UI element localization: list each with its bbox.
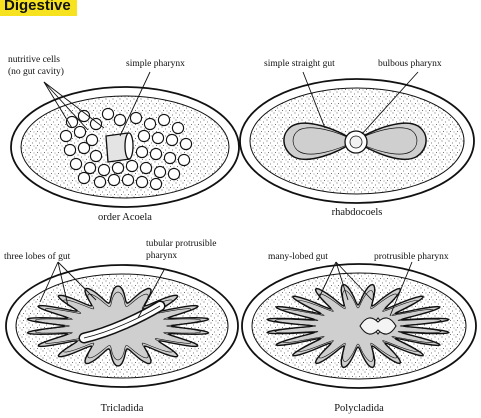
panel-acoela: nutritive cells (no gut cavity) simple p… xyxy=(8,55,239,223)
acoela-simple-pharynx xyxy=(106,133,133,162)
nutritive-cell xyxy=(122,174,133,185)
nutritive-cell xyxy=(60,130,71,141)
nutritive-cell xyxy=(178,154,189,165)
nutritive-cell xyxy=(166,134,177,145)
nutritive-cell xyxy=(138,130,149,141)
label-three-lobes-of-gut: three lobes of gut xyxy=(4,251,71,262)
nutritive-cell xyxy=(172,122,183,133)
panel-polycladida: many-lobed gut protrusible pharynx Polyc… xyxy=(242,252,476,414)
nutritive-cell xyxy=(102,108,113,119)
nutritive-cell xyxy=(168,168,179,179)
label-simple-pharynx: simple pharynx xyxy=(126,59,185,69)
nutritive-cell xyxy=(136,176,147,187)
nutritive-cell xyxy=(126,160,137,171)
nutritive-cell xyxy=(84,162,95,173)
label-simple-straight-gut: simple straight gut xyxy=(264,59,335,69)
nutritive-cell xyxy=(136,146,147,157)
nutritive-cell xyxy=(94,176,105,187)
label-protrusible-pharynx: protrusible pharynx xyxy=(374,252,449,262)
label-nutritive-cells: nutritive cells xyxy=(8,55,60,65)
nutritive-cell xyxy=(112,162,123,173)
label-tubular-protrusible: tubular protrusible xyxy=(146,239,216,249)
label-pharynx: pharynx xyxy=(146,251,177,261)
caption-tricladida: Tricladida xyxy=(101,403,144,414)
nutritive-cell xyxy=(158,114,169,125)
nutritive-cell xyxy=(98,164,109,175)
nutritive-cell xyxy=(150,148,161,159)
caption-rhabdocoels: rhabdocoels xyxy=(332,207,383,218)
nutritive-cell xyxy=(164,152,175,163)
nutritive-cell xyxy=(152,132,163,143)
nutritive-cell xyxy=(90,150,101,161)
nutritive-cell xyxy=(144,118,155,129)
caption-polycladida: Polycladida xyxy=(334,403,384,414)
nutritive-cell xyxy=(90,118,101,129)
nutritive-cell xyxy=(114,114,125,125)
label-many-lobed-gut: many-lobed gut xyxy=(268,252,328,262)
nutritive-cell xyxy=(150,178,161,189)
nutritive-cell xyxy=(154,166,165,177)
nutritive-cell xyxy=(64,144,75,155)
caption-order-acoela: order Acoela xyxy=(98,212,152,223)
panel-tricladida: three lobes of gut tubular protrusible p… xyxy=(4,239,238,414)
nutritive-cell xyxy=(74,126,85,137)
rhabdocoel-bulbous-pharynx xyxy=(345,131,367,153)
nutritive-cell xyxy=(70,158,81,169)
nutritive-cell xyxy=(180,138,191,149)
nutritive-cell xyxy=(78,172,89,183)
nutritive-cell xyxy=(130,112,141,123)
nutritive-cell xyxy=(108,174,119,185)
nutritive-cell xyxy=(78,142,89,153)
label-no-gut-cavity: (no gut cavity) xyxy=(8,66,64,77)
label-bulbous-pharynx: bulbous pharynx xyxy=(378,59,442,69)
panel-rhabdocoels: simple straight gut bulbous pharynx rhab… xyxy=(240,59,474,218)
nutritive-cell xyxy=(140,162,151,173)
polyclad-protrusible-pharynx xyxy=(360,318,396,334)
